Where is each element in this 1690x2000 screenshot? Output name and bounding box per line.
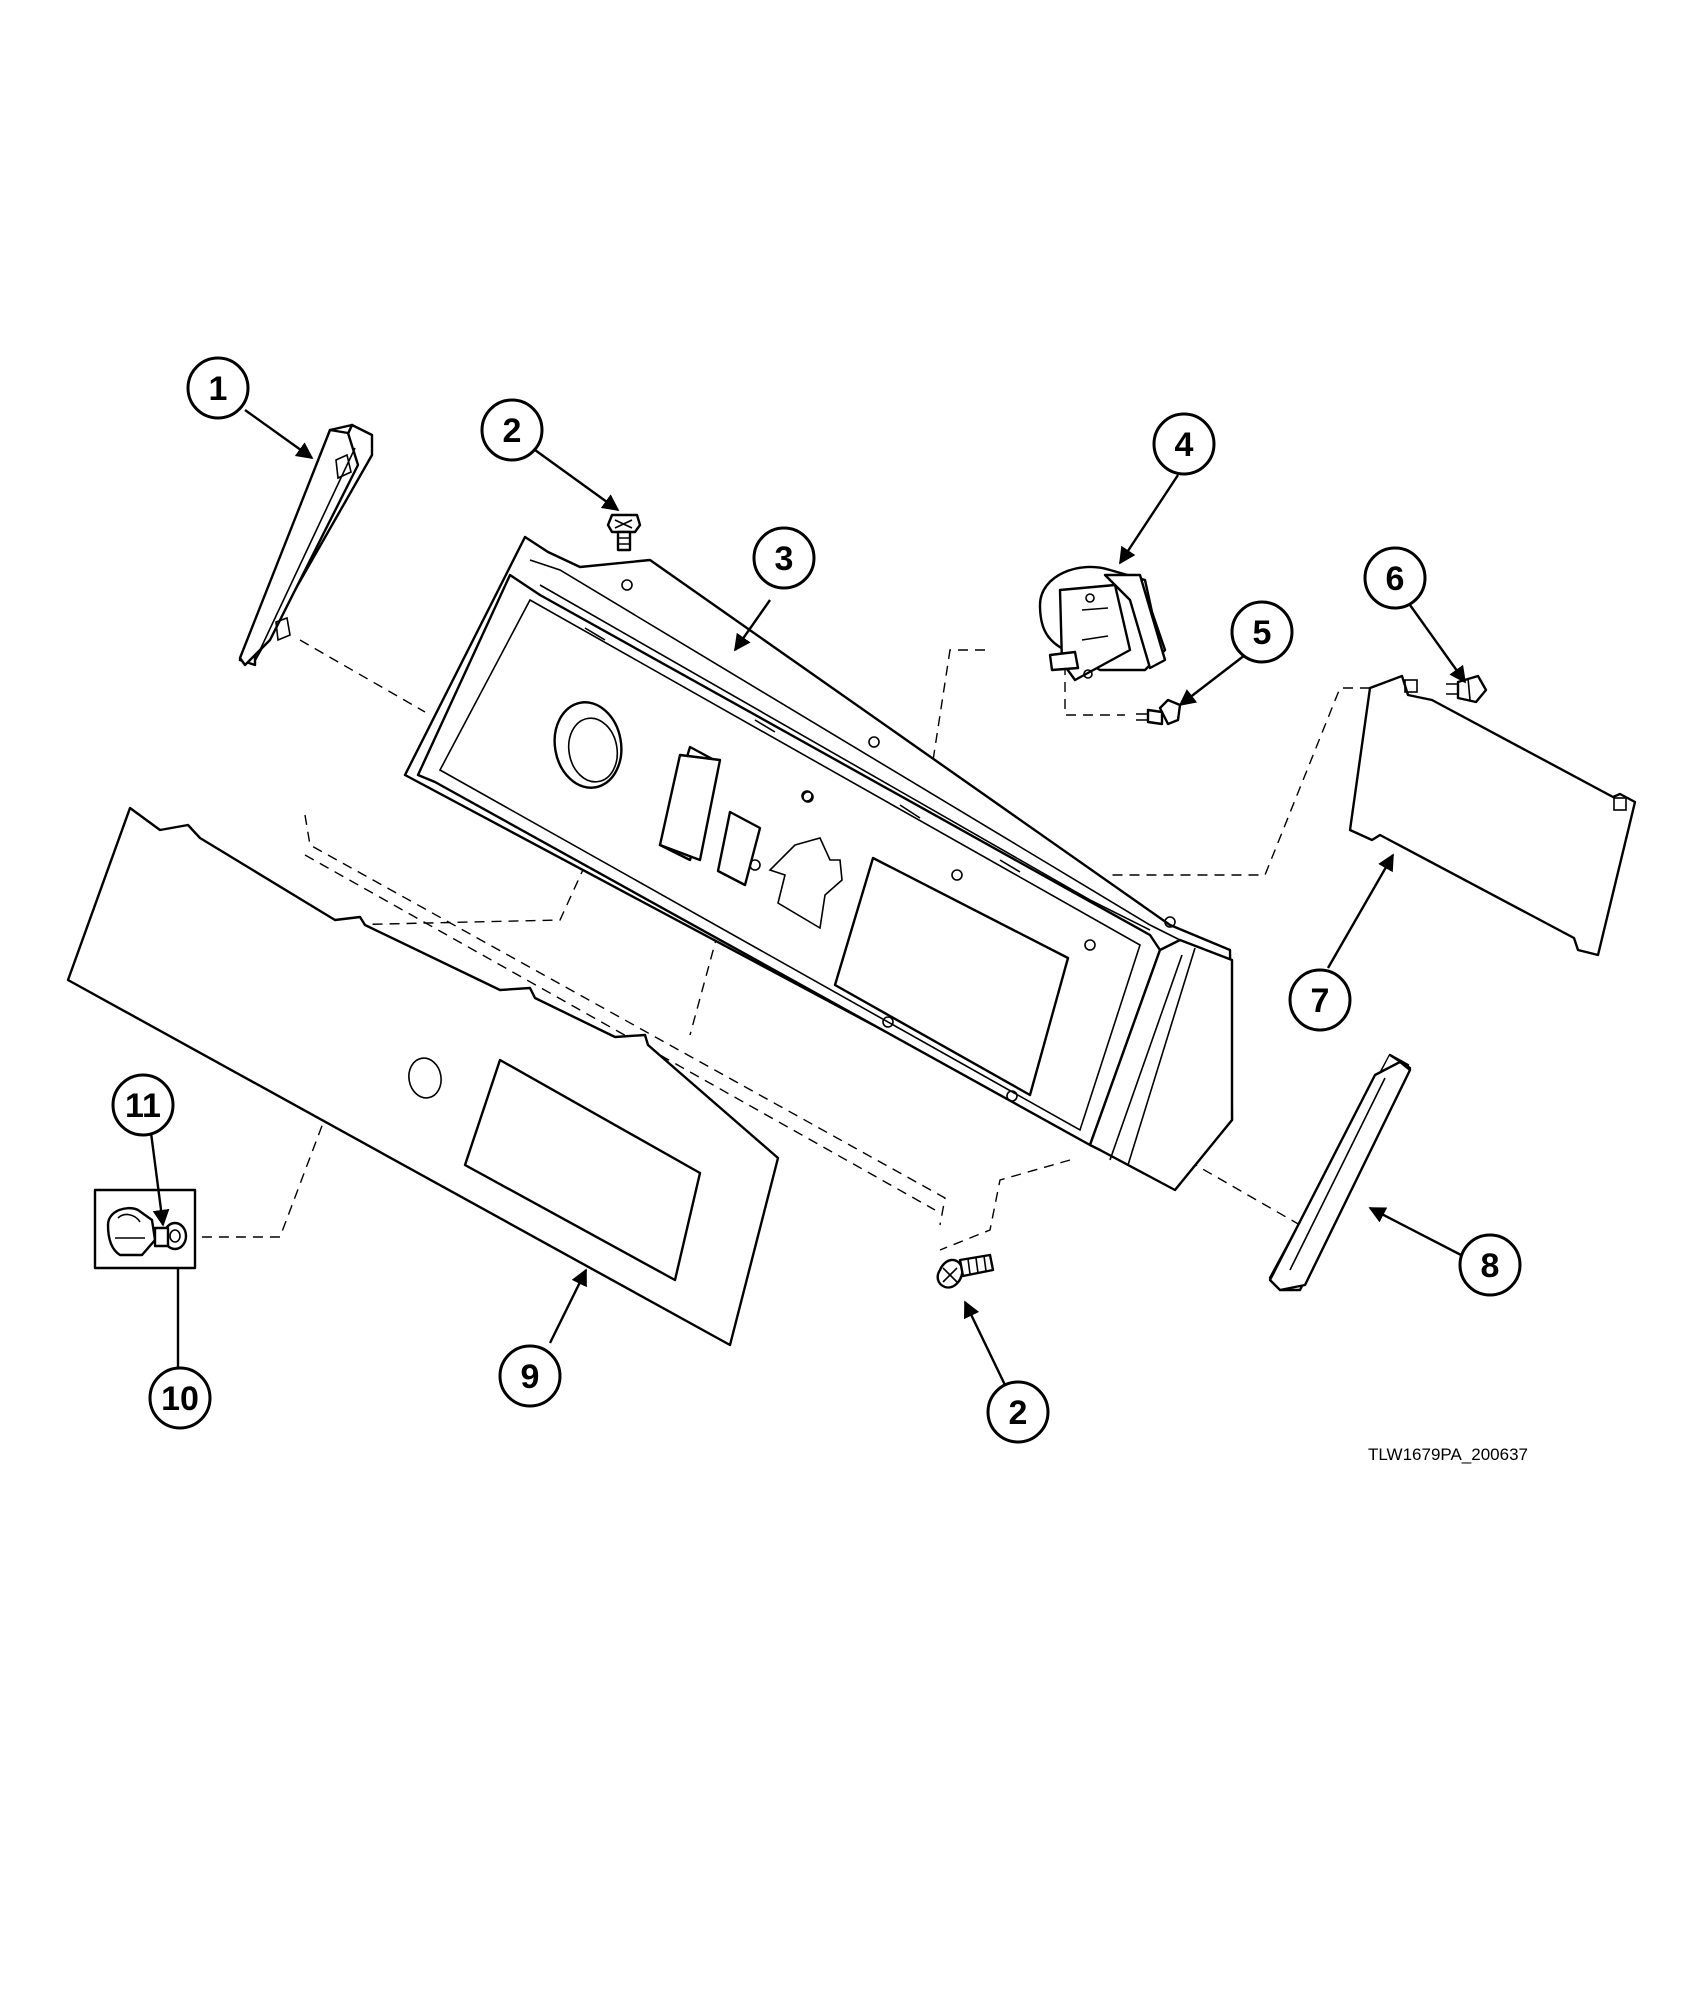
leader-lines	[148, 409, 1466, 1386]
svg-text:10: 10	[161, 1380, 199, 1418]
svg-text:2: 2	[503, 412, 522, 450]
part-1-left-end-cap	[238, 423, 374, 667]
svg-text:2: 2	[1009, 1394, 1028, 1432]
svg-text:11: 11	[125, 1087, 161, 1125]
part-11-knob	[106, 1206, 188, 1257]
part-9-front-overlay	[66, 806, 780, 1347]
callout-7: 7	[1288, 968, 1352, 1032]
callout-2-top: 2	[480, 398, 544, 462]
part-6-screw	[1446, 674, 1488, 704]
callout-5: 5	[1230, 600, 1294, 664]
part-5-screw	[1136, 698, 1182, 726]
part-4-rotary-switch	[1038, 565, 1167, 682]
callout-6: 6	[1363, 546, 1427, 610]
svg-text:5: 5	[1253, 614, 1272, 652]
svg-text:3: 3	[775, 540, 794, 578]
part-2-screw-bottom	[936, 1253, 995, 1289]
callout-11: 11	[111, 1073, 175, 1137]
svg-text:4: 4	[1175, 426, 1194, 464]
svg-text:1: 1	[209, 370, 228, 408]
callout-2-bottom: 2	[986, 1380, 1050, 1444]
svg-text:9: 9	[521, 1358, 540, 1396]
callout-4: 4	[1152, 412, 1216, 476]
part-8-right-end-cap	[1268, 1053, 1412, 1292]
svg-text:7: 7	[1311, 982, 1330, 1020]
svg-text:8: 8	[1481, 1247, 1500, 1285]
callout-1: 1	[186, 356, 250, 420]
drawing-code: TLW1679PA_200637	[1368, 1445, 1528, 1464]
part-7-bracket-plate	[1348, 674, 1637, 957]
callout-9: 9	[498, 1344, 562, 1408]
callout-8: 8	[1458, 1233, 1522, 1297]
part-2-screw-top	[606, 513, 642, 552]
callout-3: 3	[752, 526, 816, 590]
part-3-control-panel	[403, 535, 1234, 1192]
knob-opening	[553, 701, 623, 789]
part-10-knob-assembly	[93, 1188, 197, 1270]
svg-text:6: 6	[1386, 560, 1405, 598]
callout-10: 10	[148, 1366, 212, 1430]
